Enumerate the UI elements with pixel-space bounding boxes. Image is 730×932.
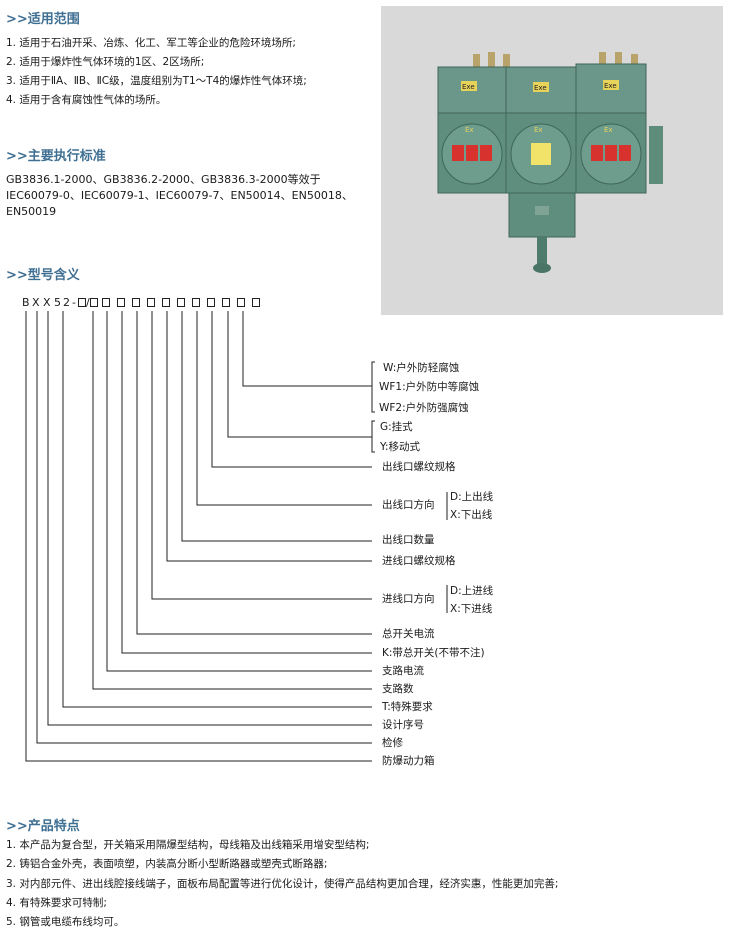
code-box-11 [222, 298, 230, 307]
line-out-count [181, 311, 372, 542]
label-out-dir-d: D:上出线 [450, 491, 494, 503]
code-box-10 [207, 298, 215, 307]
label-in-dir: 进线口方向 [382, 593, 435, 605]
svg-text:Exe: Exe [604, 82, 617, 90]
line-box [25, 311, 372, 762]
line-branch-current [106, 311, 372, 672]
line-in-thread [166, 311, 372, 562]
code-char-x2: X [43, 296, 51, 309]
line-out-dir [196, 311, 372, 506]
line-k [121, 311, 372, 654]
explosion-proof-box-illustration: Exe Exe Exe Ex Ex Ex [381, 6, 723, 315]
center-switch [531, 143, 551, 165]
label-k: K:带总开关(不带不注) [382, 647, 485, 659]
feature-item-3: 3. 对内部元件、进出线腔接线端子，面板布局配置等进行优化设计，使得产品结构更加… [6, 878, 559, 890]
label-box: 防爆动力箱 [382, 755, 435, 767]
label-wf1: WF1:户外防中等腐蚀 [379, 381, 480, 393]
line-service [36, 311, 372, 744]
code-box-3 [102, 298, 110, 307]
label-main-current: 总开关电流 [382, 628, 435, 640]
label-out-dir: 出线口方向 [382, 499, 435, 511]
scope-heading: >>适用范围 [6, 12, 80, 27]
product-photo: Exe Exe Exe Ex Ex Ex [381, 6, 723, 315]
svg-text:Ex: Ex [465, 126, 474, 134]
standards-heading: >>主要执行标准 [6, 149, 106, 164]
model-heading: >>型号含义 [6, 268, 80, 283]
label-t: T:特殊要求 [382, 701, 433, 713]
breaker-group-left [452, 145, 492, 161]
feature-item-1: 1. 本产品为复合型，开关箱采用隔爆型结构，母线箱及出线箱采用增安型结构; [6, 839, 370, 851]
code-box-6 [147, 298, 155, 307]
code-char-5: 5 [54, 296, 61, 309]
label-y: Y:移动式 [380, 441, 421, 453]
line-mount [227, 311, 372, 438]
label-out-dir-x: X:下出线 [450, 509, 493, 521]
exe-plate-3 [603, 80, 619, 90]
label-in-dir-x: X:下进线 [450, 603, 493, 615]
code-box-8 [177, 298, 185, 307]
line-in-dir [151, 311, 372, 600]
label-in-thread: 进线口螺纹规格 [382, 555, 456, 567]
scope-item-3: 3. 适用于ⅡA、ⅡB、ⅡC级，温度组别为T1～T4的爆炸性气体环境; [6, 75, 307, 87]
feature-item-2: 2. 铸铝合金外壳，表面喷塑，内装高分断小型断路器或塑壳式断路器; [6, 858, 328, 870]
code-box-12 [237, 298, 245, 307]
line-corrosion [242, 311, 372, 387]
label-design-no: 设计序号 [382, 719, 424, 731]
line-design-no [47, 311, 372, 726]
label-g: G:挂式 [380, 421, 413, 433]
bracket-mount [371, 420, 375, 453]
svg-text:Ex: Ex [534, 126, 543, 134]
line-branch-count [92, 311, 372, 690]
code-box-5 [132, 298, 140, 307]
svg-text:Ex: Ex [604, 126, 613, 134]
label-branch-current: 支路电流 [382, 665, 424, 677]
label-wf2: WF2:户外防强腐蚀 [379, 402, 469, 414]
code-box-4 [117, 298, 125, 307]
feature-item-4: 4. 有特殊要求可特制; [6, 897, 107, 909]
scope-item-2: 2. 适用于爆炸性气体环境的1区、2区场所; [6, 56, 205, 68]
code-char-dash: - [72, 296, 76, 309]
standards-text: GB3836.1-2000、GB3836.2-2000、GB3836.3-200… [6, 173, 353, 218]
code-char-x1: X [32, 296, 40, 309]
code-box-7 [162, 298, 170, 307]
label-branch-count: 支路数 [382, 683, 414, 695]
code-char-2: 2 [63, 296, 70, 309]
code-box-2 [90, 298, 98, 307]
features-heading: >>产品特点 [6, 819, 80, 834]
code-box-13 [252, 298, 260, 307]
code-box-9 [192, 298, 200, 307]
code-box-1 [78, 298, 86, 307]
label-service: 检修 [382, 737, 403, 749]
scope-item-4: 4. 适用于含有腐蚀性气体的场所。 [6, 94, 167, 106]
exe-plate-1 [461, 81, 477, 91]
svg-text:Exe: Exe [462, 83, 475, 91]
line-main-current [136, 311, 372, 635]
breaker-group-right [591, 145, 631, 161]
label-out-count: 出线口数量 [382, 534, 435, 546]
line-out-thread [211, 311, 372, 468]
label-out-thread: 出线口螺纹规格 [382, 461, 456, 473]
line-t [62, 311, 372, 708]
code-char-b: B [22, 296, 30, 309]
feature-item-5: 5. 钢管或电缆布线均可。 [6, 916, 125, 928]
bracket-corrosion [371, 361, 375, 413]
label-in-dir-d: D:上进线 [450, 585, 494, 597]
scope-item-1: 1. 适用于石油开采、冶炼、化工、军工等企业的危险环境场所; [6, 37, 296, 49]
code-char-slash: / [86, 296, 90, 309]
svg-text:Exe: Exe [534, 84, 547, 92]
label-w: W:户外防轻腐蚀 [383, 362, 460, 374]
exe-plate-2 [533, 82, 549, 92]
